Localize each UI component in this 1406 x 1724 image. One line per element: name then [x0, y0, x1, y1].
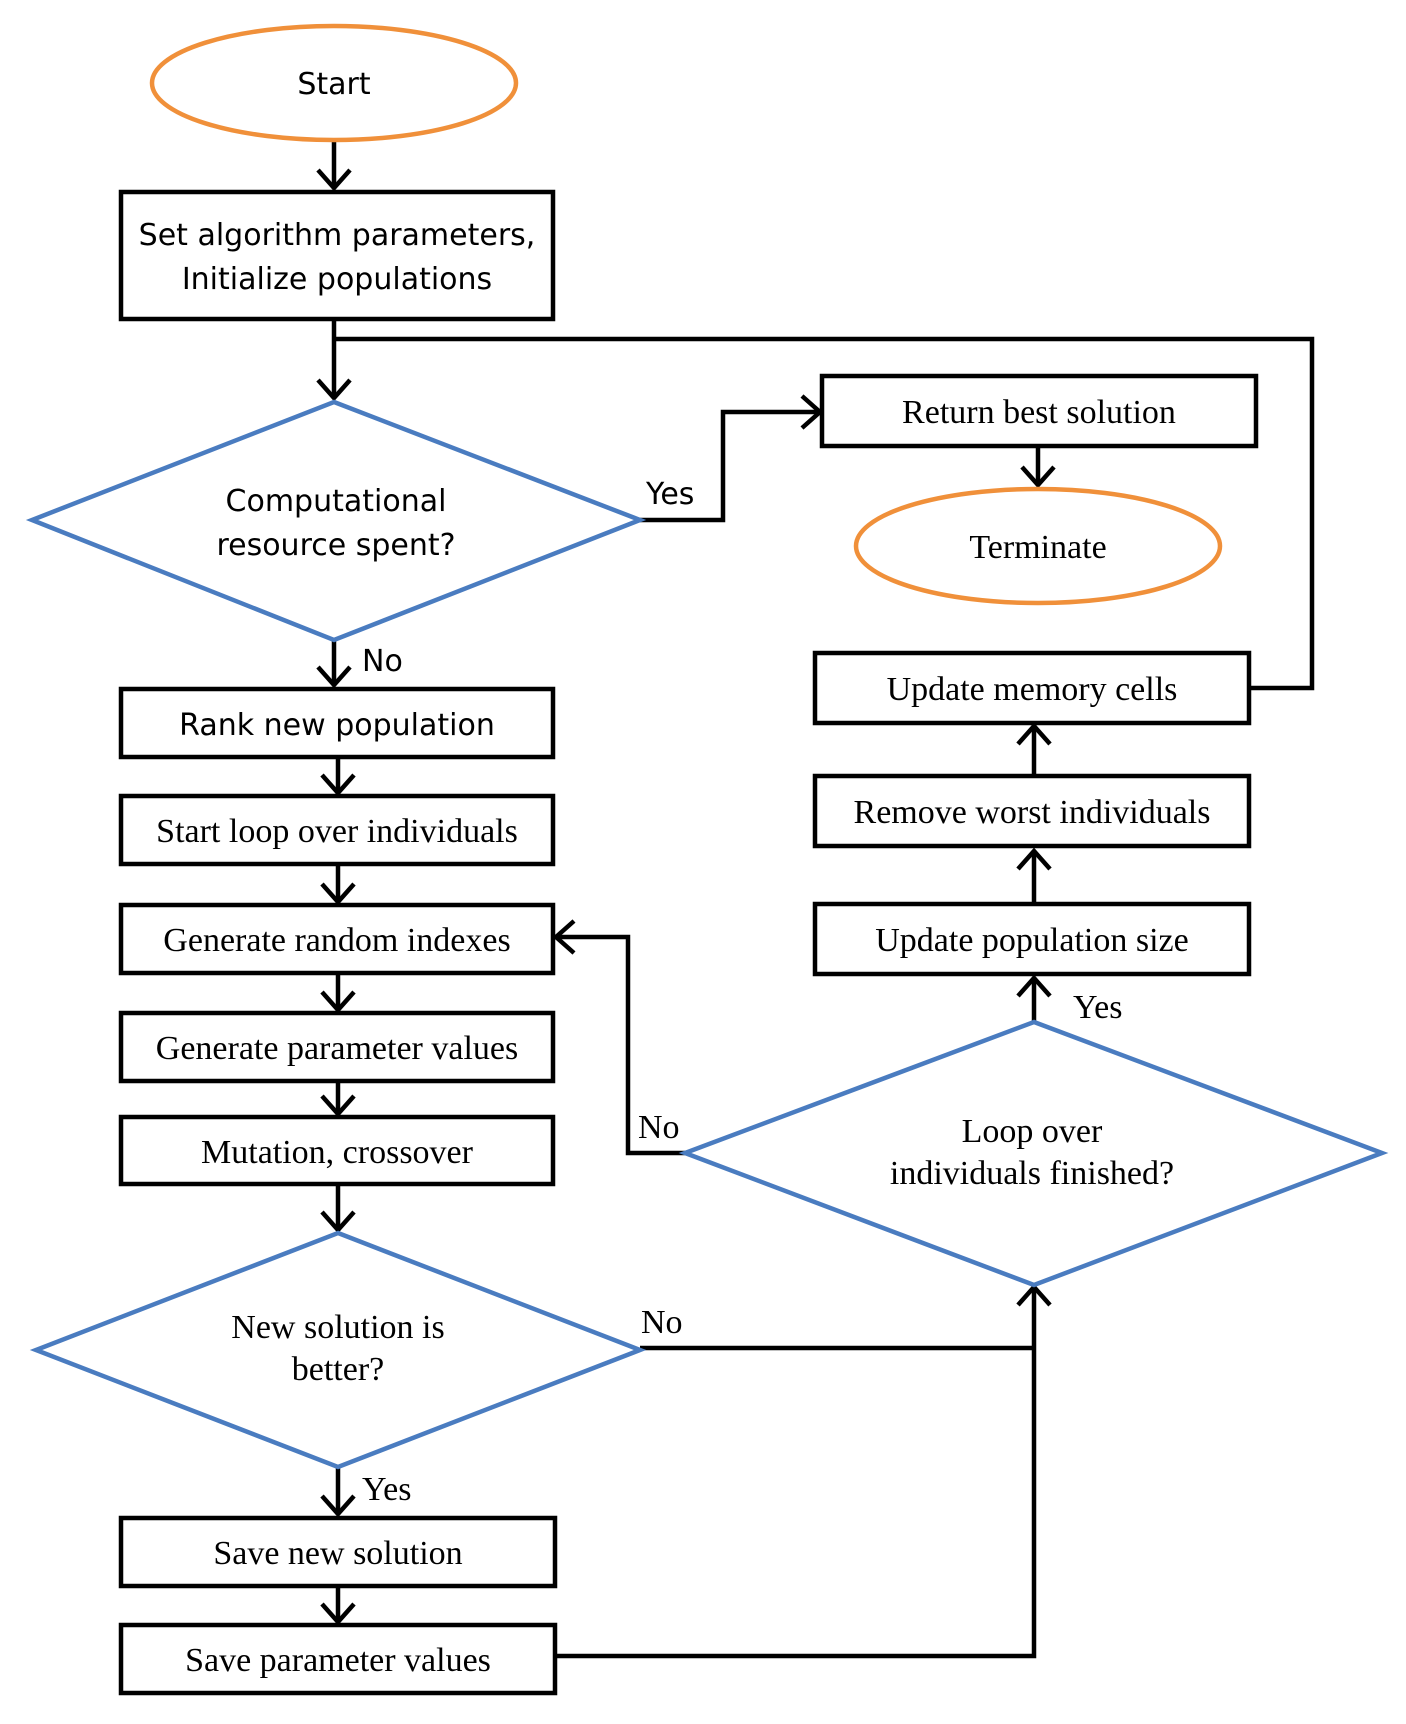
node-mutation-text: Mutation, crossover: [201, 1134, 474, 1171]
node-gen-params: Generate parameter values: [118, 1010, 556, 1084]
arrowhead: [552, 919, 576, 955]
node-terminate-text: Terminate: [969, 529, 1106, 566]
label-yes-loop: Yes: [1073, 989, 1122, 1026]
node-resource-line2: resource spent?: [216, 528, 455, 563]
arrowhead: [320, 882, 356, 906]
arrowhead: [320, 1494, 356, 1518]
arrow-loopcheck-no: [556, 934, 685, 1156]
arrowhead: [316, 378, 352, 402]
node-update-pop: Update population size: [812, 901, 1252, 977]
arrowhead: [320, 990, 356, 1014]
node-loop-line2: individuals finished?: [890, 1155, 1174, 1192]
arrowhead: [1016, 847, 1052, 871]
arrowhead: [1016, 722, 1052, 746]
node-gen-indexes-text: Generate random indexes: [163, 922, 510, 959]
node-return-best: Return best solution: [819, 373, 1259, 449]
node-save-params-text: Save parameter values: [185, 1642, 491, 1679]
node-set-params-line2: Initialize populations: [182, 262, 492, 297]
node-update-pop-text: Update population size: [875, 922, 1188, 959]
node-better-line2: better?: [292, 1351, 385, 1388]
node-set-params: Set algorithm parameters, Initialize pop…: [118, 189, 556, 322]
node-start-loop-text: Start loop over individuals: [156, 813, 518, 850]
label-yes-resource: Yes: [645, 477, 694, 512]
node-save-solution: Save new solution: [118, 1515, 558, 1589]
node-set-params-line1: Set algorithm parameters,: [139, 218, 536, 253]
node-start-text: Start: [297, 67, 371, 102]
node-remove-worst: Remove worst individuals: [812, 773, 1252, 849]
arrowhead: [320, 1602, 356, 1626]
arrowhead: [1020, 465, 1056, 489]
node-resource-line1: Computational: [226, 484, 447, 519]
arrow-saveparams-to-loopcheck: [556, 1287, 1037, 1659]
arrow-memory-to-resource: [334, 336, 1315, 691]
node-return-best-text: Return best solution: [902, 394, 1176, 431]
arrowhead: [320, 1210, 356, 1234]
label-no-loop: No: [638, 1109, 680, 1146]
node-better-line1: New solution is: [231, 1309, 444, 1346]
node-loop-line1: Loop over: [962, 1113, 1103, 1150]
arrowhead: [316, 168, 352, 192]
label-no-better: No: [641, 1304, 683, 1341]
connectors: [316, 142, 1315, 1659]
node-save-params: Save parameter values: [118, 1622, 558, 1696]
node-gen-params-text: Generate parameter values: [156, 1030, 518, 1067]
node-terminate: Terminate: [853, 486, 1223, 606]
node-better-decision: New solution is better?: [29, 1230, 647, 1470]
node-update-memory: Update memory cells: [812, 650, 1252, 726]
arrowhead: [316, 665, 352, 689]
arrowhead: [1016, 974, 1052, 998]
node-start-loop: Start loop over individuals: [118, 793, 556, 867]
node-rank-population-text: Rank new population: [179, 708, 495, 743]
label-yes-better: Yes: [362, 1471, 411, 1508]
node-start: Start: [149, 23, 519, 143]
node-rank-population: Rank new population: [118, 686, 556, 760]
node-save-solution-text: Save new solution: [213, 1535, 462, 1572]
node-mutation: Mutation, crossover: [118, 1114, 556, 1187]
arrowhead: [320, 1094, 356, 1118]
node-loop-decision: Loop over individuals finished?: [678, 1019, 1389, 1288]
node-gen-indexes: Generate random indexes: [118, 902, 556, 976]
node-update-memory-text: Update memory cells: [887, 671, 1178, 708]
arrowhead: [320, 773, 356, 797]
node-remove-worst-text: Remove worst individuals: [854, 794, 1211, 831]
arrow-resource-yes: [640, 409, 820, 523]
node-resource-decision: Computational resource spent?: [25, 399, 647, 643]
label-no-resource: No: [362, 644, 403, 679]
